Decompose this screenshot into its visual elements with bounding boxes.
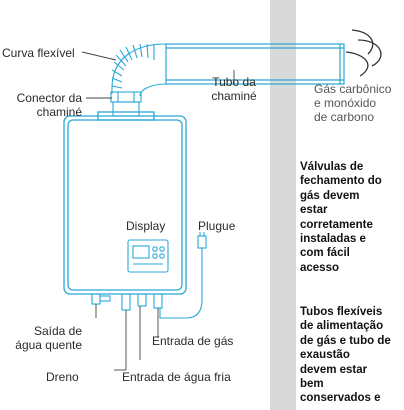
label-plugue: Plugue [198,219,236,233]
note-tubos: Tubos flexíveis de alimentação de gás e … [300,305,400,406]
note-tubos-l2: de alimentação [300,320,384,333]
plug-cable [159,232,207,319]
label-conector-l2: chaminé [36,105,82,119]
label-conector-l1: Conector da [16,91,82,105]
label-tubo-chamine-l2: chaminé [211,89,257,103]
note-tubos-l4: exaustão [300,349,350,362]
label-gas-carbonico: Gás carbônico e monóxido de carbono [314,82,391,124]
label-conector-chamine: Conector da chaminé [4,91,82,119]
wall-strip [270,0,296,410]
label-entrada-gas: Entrada de gás [152,334,234,348]
label-tubo-chamine: Tubo da chaminé [206,75,262,103]
leader-lines [81,51,235,371]
label-gas-l3: de carbono [314,110,375,124]
label-saida-l2: água quente [15,338,82,352]
note-valvulas-l6: instaladas e [300,233,366,246]
note-valvulas-l1: Válvulas de [300,161,364,173]
note-valvulas-l2: fechamento do [300,175,382,188]
label-curva-flexivel: Curva flexível [2,46,75,60]
exhaust-smoke [345,29,382,77]
note-valvulas-l7: com fácil [300,247,350,260]
label-saida-agua-quente: Saída de água quente [10,324,82,352]
bottom-fittings [91,293,163,311]
label-gas-l1: Gás carbônico [314,82,392,96]
wall-panel [296,0,404,410]
note-tubos-l6: bem [300,378,324,391]
label-tubo-chamine-l1: Tubo da [212,75,256,89]
note-valvulas: Válvulas de fechamento do gás devem esta… [300,160,400,275]
label-saida-l1: Saída de [33,324,82,338]
note-tubos-l3: de gás e tubo de [300,334,391,347]
note-tubos-l5: devem estar [300,363,368,376]
label-dreno: Dreno [46,370,79,384]
label-display: Display [126,219,166,233]
note-valvulas-l5: corretamente [300,218,373,231]
note-valvulas-l8: acesso [300,261,340,274]
display-panel [127,239,169,273]
note-tubos-l7: conservados e [300,392,381,405]
flexible-curve [111,43,167,97]
chimney-connector [110,91,142,117]
note-valvulas-l4: estar [300,204,328,217]
label-gas-l2: e monóxido [314,96,377,110]
label-entrada-agua-fria: Entrada de água fria [122,370,231,384]
note-tubos-l1: Tubos flexíveis [300,306,383,318]
chimney-pipe [165,43,345,85]
note-valvulas-l3: gás devem [300,189,360,202]
